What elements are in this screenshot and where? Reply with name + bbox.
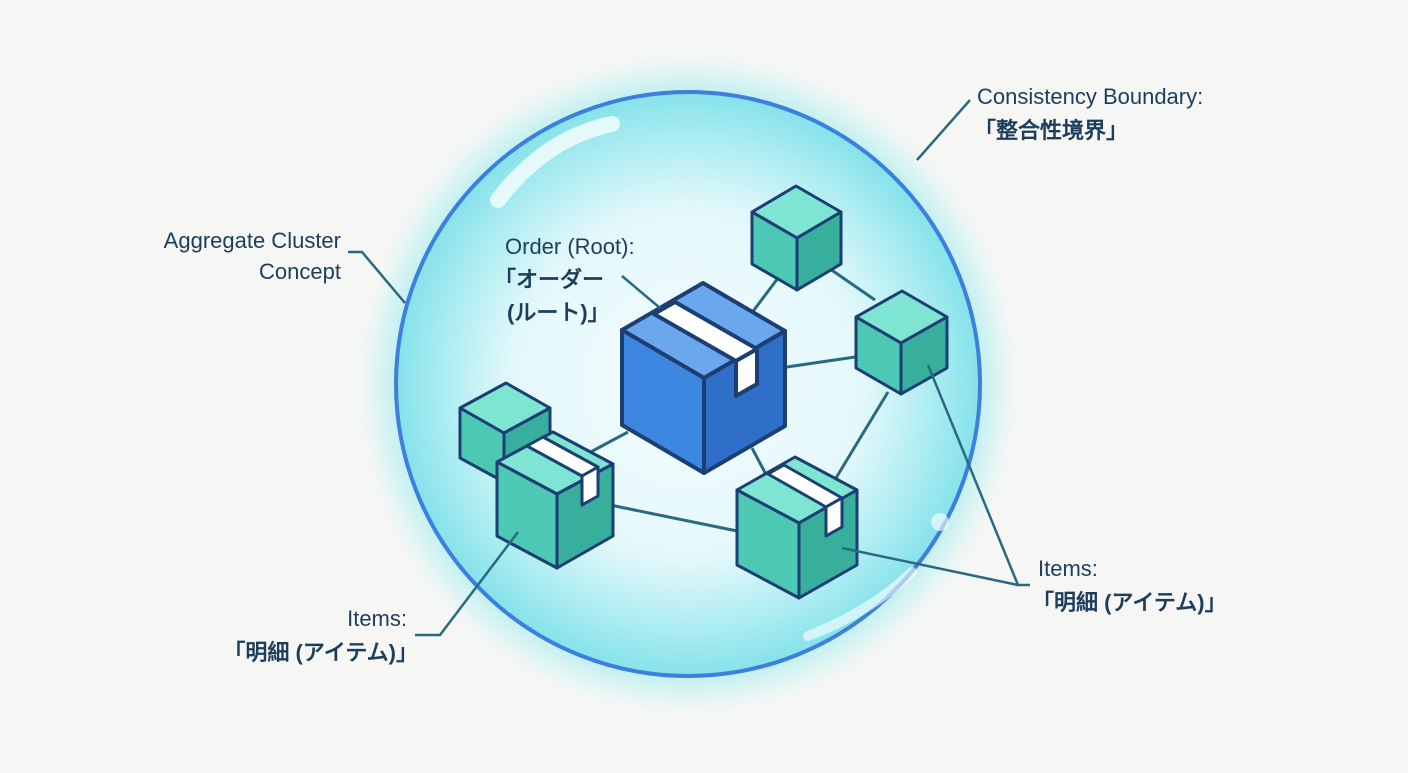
items-right-label-en: Items: <box>1038 556 1098 581</box>
cluster-label-line1: Aggregate Cluster <box>164 228 341 253</box>
leader-boundary <box>916 99 971 161</box>
bubble-highlight-top <box>490 116 620 208</box>
link-rightcube-centeritem <box>834 391 890 479</box>
leader-lines <box>348 99 1030 637</box>
link-root-leftitem <box>584 430 629 457</box>
link-root-rightcube <box>779 354 863 370</box>
boundary-label-en: Consistency Boundary: <box>977 84 1203 109</box>
root-label-ja-line1: 「オーダー <box>494 267 604 292</box>
item-cube-top <box>750 184 843 292</box>
leader-items-right-b <box>841 546 1019 587</box>
bubble-highlight-bottom <box>803 567 917 641</box>
leader-cluster <box>348 250 406 304</box>
items-right-label-ja: 「明細 (アイテム)」 <box>1032 590 1227 615</box>
root-label-ja-line2: (ルート)」 <box>507 300 610 325</box>
link-leftitem-centeritem <box>609 503 743 534</box>
item-box-center <box>735 455 859 600</box>
items-left-label-ja: 「明細 (アイテム)」 <box>223 640 418 665</box>
bubble-sparkle <box>931 513 949 531</box>
root-order-box <box>620 281 787 475</box>
item-cube-right <box>854 289 949 396</box>
cluster-label-line2: Concept <box>259 259 341 284</box>
root-label-en: Order (Root): <box>505 234 635 259</box>
leader-items-left <box>415 531 519 637</box>
leader-root <box>621 275 661 309</box>
items-left-label-en: Items: <box>347 606 407 631</box>
boundary-label-ja: 「整合性境界」 <box>974 118 1128 143</box>
